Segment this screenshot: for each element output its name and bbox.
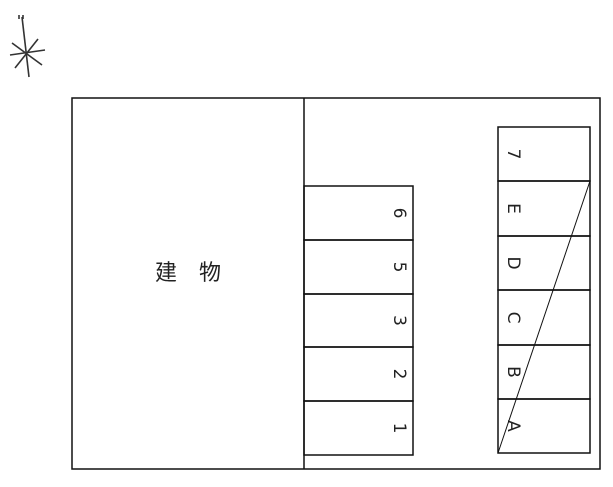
parking-space-label: 2 [389, 369, 409, 380]
parking-space [303, 400, 414, 456]
parking-space-label: C [503, 312, 523, 324]
parking-space-label: 6 [389, 208, 409, 219]
lot-boundary [71, 97, 601, 470]
parking-space-label: B [503, 366, 523, 378]
parking-space-label: 3 [389, 315, 409, 326]
parking-space-label: 5 [389, 262, 409, 273]
parking-space-label: D [503, 256, 523, 269]
parking-space-label: E [503, 203, 523, 214]
parking-space [497, 398, 591, 454]
building-label: 建 物 [155, 261, 221, 286]
middle-parking-column: 6 5 3 2 1 [303, 185, 414, 456]
parking-space-label: 1 [389, 423, 409, 434]
parking-space-label: 7 [503, 149, 523, 160]
north-arrow-icon [9, 15, 46, 78]
diagonal-hatch-line [497, 180, 591, 454]
